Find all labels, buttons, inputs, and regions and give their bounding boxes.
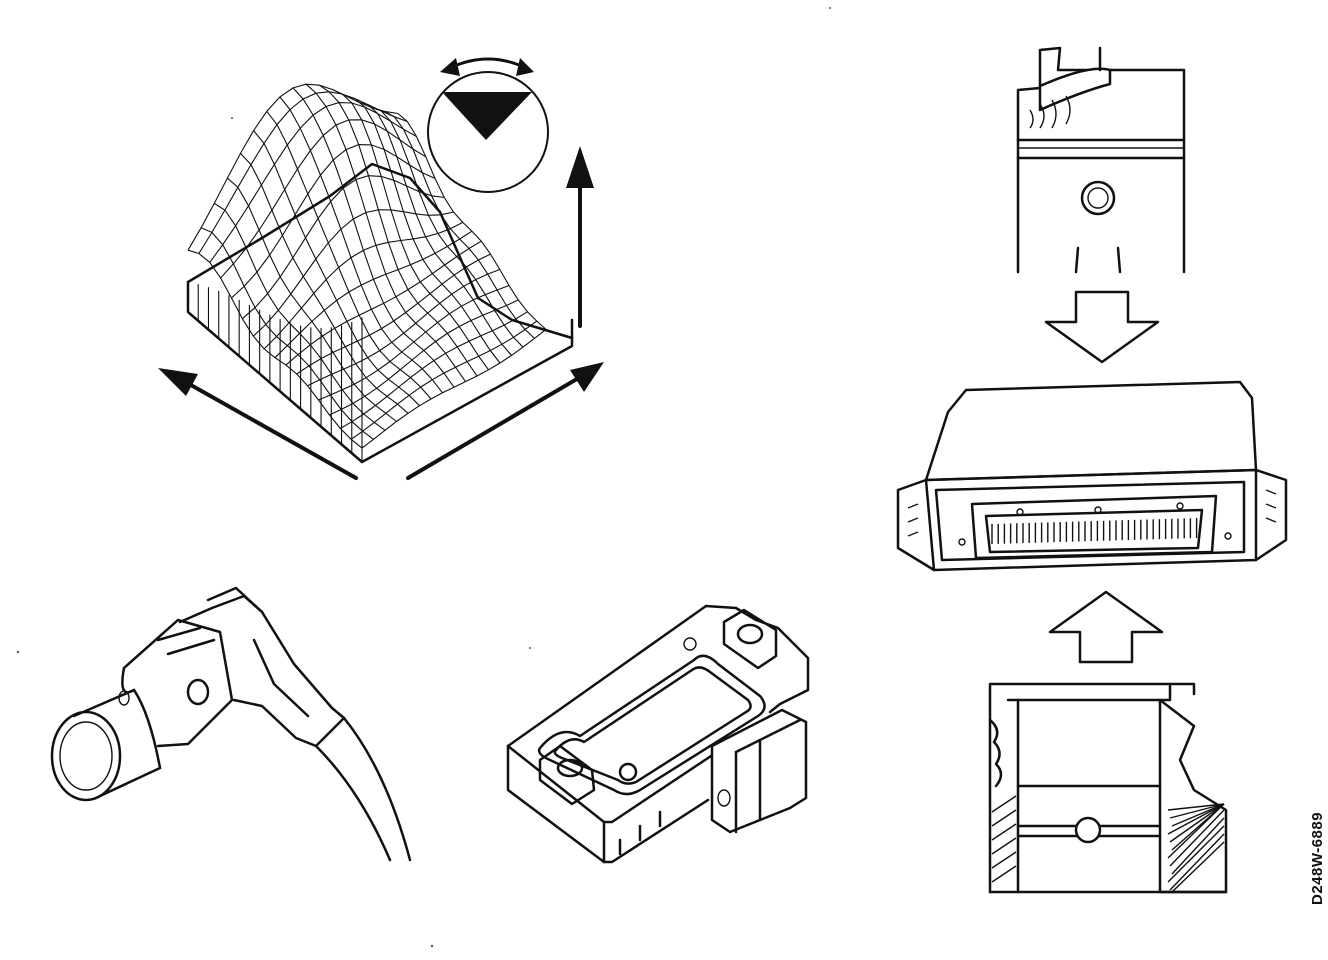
arrow-down-icon xyxy=(1044,290,1160,364)
arrow-up-hollow-icon xyxy=(1048,590,1164,664)
arrow-up-icon xyxy=(566,146,594,188)
arrow-left-icon xyxy=(158,368,198,396)
3d-ignition-map-icon xyxy=(158,83,604,480)
piston-icon xyxy=(1016,46,1186,274)
cylinder-block-icon xyxy=(988,682,1228,894)
timing-dial-icon xyxy=(427,57,549,193)
pressure-sensor-icon xyxy=(506,604,810,864)
arrow-right-icon xyxy=(570,362,604,392)
figure-code-label: D248W-6889 xyxy=(1309,811,1326,905)
crankshaft-sensor-icon xyxy=(50,586,412,862)
control-module-icon xyxy=(896,380,1288,572)
